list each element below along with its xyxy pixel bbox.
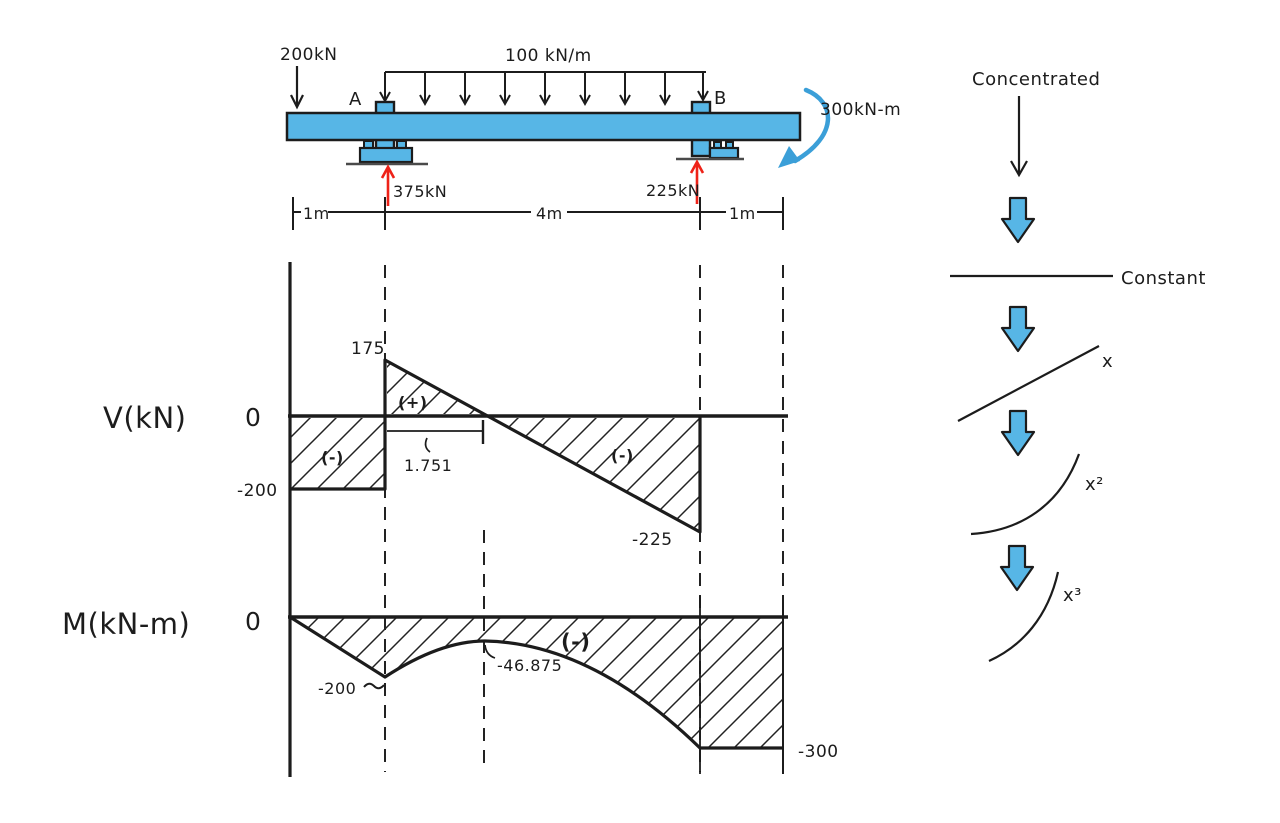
reaction-a-label: 375kN [393,182,447,201]
shear-zero-label: 0 [245,403,261,432]
shear-positive-sign: (+) [398,393,428,412]
moment-zero-label: 0 [245,607,261,636]
flow-linear-line [957,345,1100,422]
support-b-label: B [714,88,727,109]
moment-extreme-label: -46.875 [497,656,562,675]
beam-bar [285,111,802,142]
shear-crossing-label: 1.751 [404,456,452,475]
shear-negative-sign-right: (-) [611,446,634,465]
crossing-squiggle [424,437,431,453]
flow-constant-label: Constant [1121,268,1206,289]
reaction-a-arrow-icon [380,164,396,206]
point-load-arrow-icon [290,66,304,110]
moment-a-tilde [363,682,385,690]
shear-left-value-label: -200 [237,481,278,501]
dimension-lines [292,197,784,230]
flow-block-arrow-2-icon [1000,305,1036,353]
support-b-base-plate [708,146,740,160]
shear-right-value-label: -225 [632,530,673,550]
moment-extreme-connector [484,644,496,659]
dim-left-label: 1m [303,204,330,223]
moment-diagram: M(kN-m) 0 -200 -46.875 (-) -300 [62,596,839,774]
flow-chart: Concentrated Constant x x² x³ [950,69,1206,663]
moment-b-value-label: -300 [798,742,839,762]
flow-cubic-label: x³ [1063,585,1082,606]
moment-label: 300kN-m [820,100,901,120]
moment-arrow-icon [792,87,831,164]
flow-start-label: Concentrated [972,69,1100,90]
moment-hatch-region [291,618,782,748]
moment-curve [289,615,783,750]
point-load-label: 200kN [280,45,338,65]
shear-hatch-left-rect [291,418,384,488]
flow-cubic-curve [988,571,1060,663]
flow-quadratic-label: x² [1085,474,1104,495]
moment-negative-sign: (-) [561,630,590,654]
beam-diagram: 200kN 100 kN/m A B 300kN-m 375kN [280,45,901,230]
dim-mid-label: 4m [536,204,563,223]
support-a-base-plate [358,146,414,164]
moment-a-value-label: -200 [318,679,356,698]
flow-block-arrow-3-icon [1000,409,1036,457]
shear-negative-sign-left: (-) [321,448,344,467]
reaction-b-arrow-icon [689,159,705,204]
flow-quadratic-curve [970,453,1081,536]
dim-right-label: 1m [729,204,756,223]
shear-peak-label: 175 [351,339,385,359]
moment-axis-label: M(kN-m) [62,607,190,641]
shear-curve [290,358,702,534]
flow-thin-arrow-icon [1010,96,1028,178]
support-a-label: A [349,89,362,110]
udl-label: 100 kN/m [505,46,592,66]
shear-diagram: V(kN) 0 175 -200 1.751 -225 (+) (-) (-) [103,339,788,550]
shear-axis-label: V(kN) [103,401,186,435]
flow-block-arrow-1-icon [1000,196,1036,244]
moment-arrow-head [778,146,800,168]
udl-arrows-icon [379,72,709,107]
flow-block-arrow-4-icon [999,544,1035,592]
flow-linear-label: x [1102,351,1113,372]
reaction-b-label: 225kN [646,181,700,200]
